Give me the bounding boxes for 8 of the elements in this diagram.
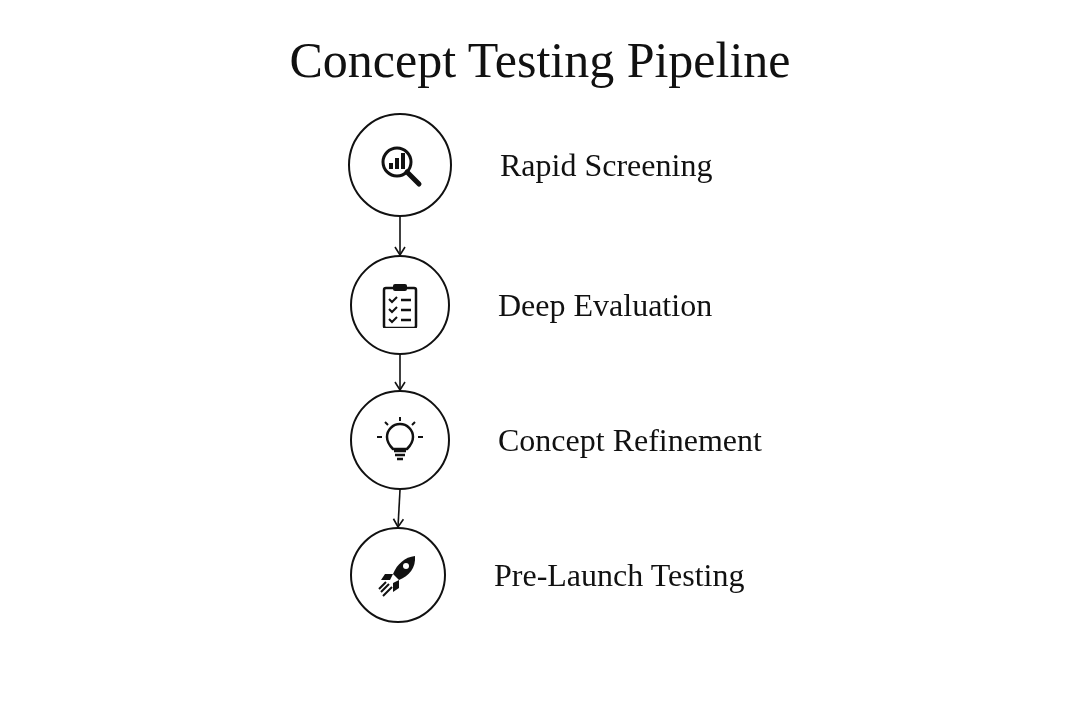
diagram-title: Concept Testing Pipeline [288, 31, 792, 90]
arrow [394, 216, 406, 256]
step-label: Pre-Launch Testing [494, 556, 745, 595]
step-label: Deep Evaluation [498, 286, 713, 325]
step-label: Concept Refinement [498, 421, 762, 460]
arrow [394, 354, 406, 391]
step-label: Rapid Screening [500, 146, 713, 185]
arrow [392, 489, 405, 528]
